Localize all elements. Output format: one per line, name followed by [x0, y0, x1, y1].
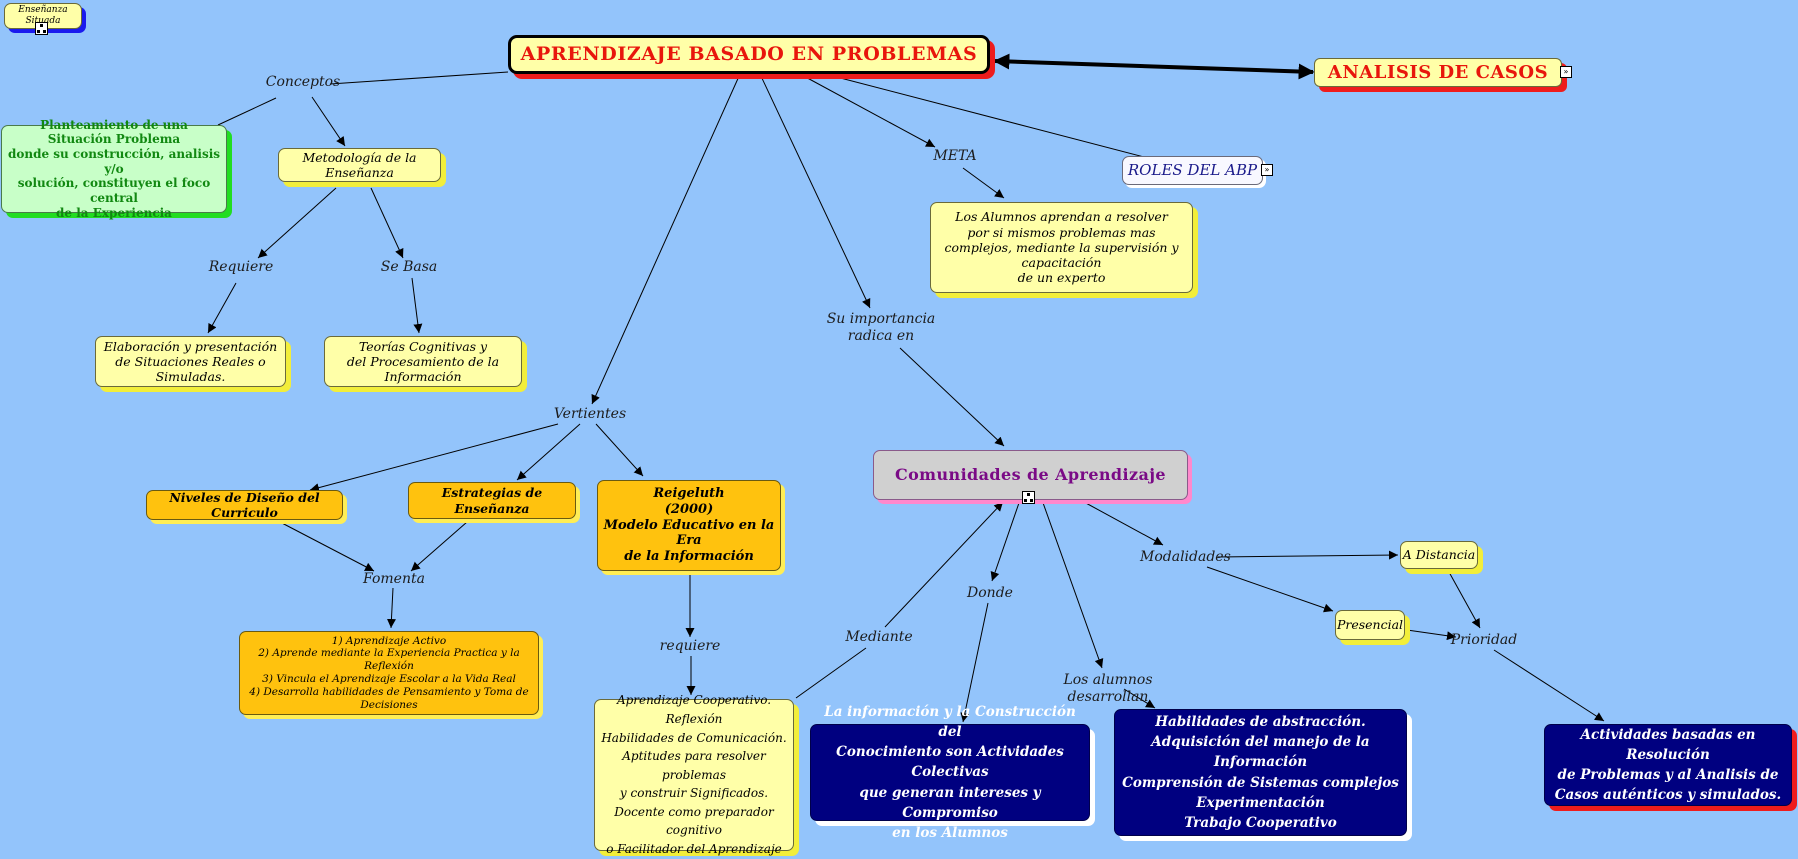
edge-metodologia-sebasa	[370, 187, 404, 259]
edge-title-roles	[824, 73, 1149, 159]
distancia-text: A Distancia	[1402, 547, 1476, 563]
presencial-text: Presencial	[1336, 617, 1404, 633]
edge-alumnos-habilidades	[1123, 688, 1156, 709]
cooperativo-text: Aprendizaje Cooperativo. Reflexión Habil…	[601, 693, 787, 857]
edge-fomenta-box	[386, 587, 396, 629]
elaboracion-text: Elaboración y presentación de Situacione…	[103, 338, 278, 385]
informacion-text: La información y la Construcción del Con…	[824, 703, 1076, 842]
node-habilidades[interactable]: Habilidades de abstracción. Adquisición …	[1114, 709, 1407, 836]
link-donde: Donde	[967, 585, 1013, 601]
edge-vertientes-reigeluth	[595, 423, 644, 477]
comunidades-text: Comunidades de Aprendizaje	[894, 465, 1167, 485]
edge-comunidades-alumnos	[1041, 499, 1104, 669]
edge-requiere-elaboracion	[207, 282, 237, 334]
niveles-text: Niveles de Diseño del Curriculo	[169, 489, 320, 520]
node-teorias[interactable]: Teorías Cognitivas y del Procesamiento d…	[324, 336, 522, 387]
link-conceptos: Conceptos	[265, 74, 341, 90]
edge-modalidades-distancia	[1217, 550, 1399, 560]
edge-mediante-comunidades	[884, 501, 1004, 628]
meta-text: Los Alumnos aprendan a resolver por si m…	[944, 209, 1179, 286]
edge-title-meta	[799, 73, 936, 148]
node-presencial[interactable]: Presencial	[1335, 610, 1405, 640]
node-title[interactable]: APRENDIZAJE BASADO EN PROBLEMAS	[508, 35, 990, 74]
metodologia-text: Metodología de la Enseñanza	[302, 149, 417, 180]
edge-vertientes-niveles	[309, 423, 559, 493]
node-estrategias[interactable]: Estrategias de Enseñanza	[408, 482, 576, 519]
link-alumnos-desarrollan: Los alumnos desarrollan	[1063, 672, 1153, 705]
edge-title-conceptos	[329, 71, 509, 85]
comunidades-network-icon[interactable]	[1022, 491, 1035, 504]
node-metodologia[interactable]: Metodología de la Enseñanza	[278, 148, 441, 182]
node-a-distancia[interactable]: A Distancia	[1400, 541, 1478, 569]
edge-prioridad-actividades	[1493, 649, 1605, 722]
teorias-text: Teorías Cognitivas y del Procesamiento d…	[346, 338, 500, 385]
edge-sebasa-teorias	[411, 277, 423, 334]
edge-meta-box	[962, 167, 1005, 199]
edge-metodologia-requiere	[257, 187, 337, 259]
edge-modalidades-presencial	[1206, 566, 1334, 613]
roles-label: ROLES DEL ABP	[1127, 161, 1258, 180]
edge-estrategias-fomenta	[410, 521, 468, 572]
node-elaboracion[interactable]: Elaboración y presentación de Situacione…	[95, 336, 286, 387]
edge-importancia-comunidades	[899, 347, 1005, 447]
edge-donde-informacion	[960, 602, 989, 723]
analisis-casos-label: ANALISIS DE CASOS	[1327, 61, 1549, 83]
fomenta-text: 1) Aprendizaje Activo 2) Aprende mediant…	[249, 634, 529, 711]
edge-title-casos	[993, 53, 1315, 80]
expand-roles-icon[interactable]: »	[1261, 164, 1273, 176]
link-requiere: Requiere	[208, 259, 274, 275]
reigeluth-text: Reigeluth (2000) Modelo Educativo en la …	[603, 485, 775, 565]
link-vertientes: Vertientes	[553, 406, 627, 422]
link-mediante: Mediante	[845, 629, 913, 645]
node-meta[interactable]: Los Alumnos aprendan a resolver por si m…	[930, 202, 1193, 293]
node-reigeluth[interactable]: Reigeluth (2000) Modelo Educativo en la …	[597, 480, 781, 571]
planteamiento-text: Planteamiento de una Situación Problema …	[7, 117, 221, 220]
habilidades-text: Habilidades de abstracción. Adquisición …	[1122, 713, 1399, 831]
network-icon[interactable]	[35, 22, 48, 35]
edge-conceptos-planteamiento	[217, 97, 277, 126]
node-roles[interactable]: ROLES DEL ABP	[1122, 156, 1263, 185]
edge-title-vertientes	[591, 73, 741, 405]
actividades-text: Actividades basadas en Resolución de Pro…	[1554, 726, 1782, 804]
estrategias-text: Estrategias de Enseñanza	[441, 485, 543, 516]
edge-presencial-prioridad	[1406, 629, 1457, 641]
link-modalidades: Modalidades	[1140, 549, 1231, 565]
node-cooperativo[interactable]: Aprendizaje Cooperativo. Reflexión Habil…	[594, 693, 794, 856]
link-su-importancia: Su importancia radica en	[826, 311, 936, 344]
link-fomenta: Fomenta	[363, 571, 425, 587]
corner-box-label: Enseñanza Situada	[18, 5, 68, 26]
edge-title-importancia	[759, 73, 871, 309]
edge-cooperativo-mediante	[795, 647, 867, 699]
link-se-basa: Se Basa	[380, 259, 438, 275]
node-informacion[interactable]: La información y la Construcción del Con…	[810, 704, 1090, 841]
page-title: APRENDIZAJE BASADO EN PROBLEMAS	[520, 42, 978, 65]
node-fomenta[interactable]: 1) Aprendizaje Activo 2) Aprende mediant…	[239, 631, 539, 715]
edge-niveles-fomenta	[279, 521, 375, 572]
link-meta: META	[933, 148, 977, 164]
edge-vertientes-estrategias	[516, 423, 581, 481]
link-requiere-2: requiere	[659, 638, 721, 654]
node-planteamiento[interactable]: Planteamiento de una Situación Problema …	[1, 118, 227, 220]
expand-casos-icon[interactable]: »	[1560, 66, 1572, 78]
node-analisis-casos[interactable]: ANALISIS DE CASOS	[1314, 58, 1562, 87]
edge-distancia-prioridad	[1448, 571, 1481, 629]
node-actividades[interactable]: Actividades basadas en Resolución de Pro…	[1544, 724, 1792, 806]
edge-conceptos-metodologia	[311, 96, 346, 147]
edge-comunidades-donde	[990, 499, 1021, 582]
edge-comunidades-modalidades	[1083, 501, 1164, 546]
node-niveles[interactable]: Niveles de Diseño del Curriculo	[146, 490, 343, 520]
link-prioridad: Prioridad	[1450, 632, 1518, 648]
